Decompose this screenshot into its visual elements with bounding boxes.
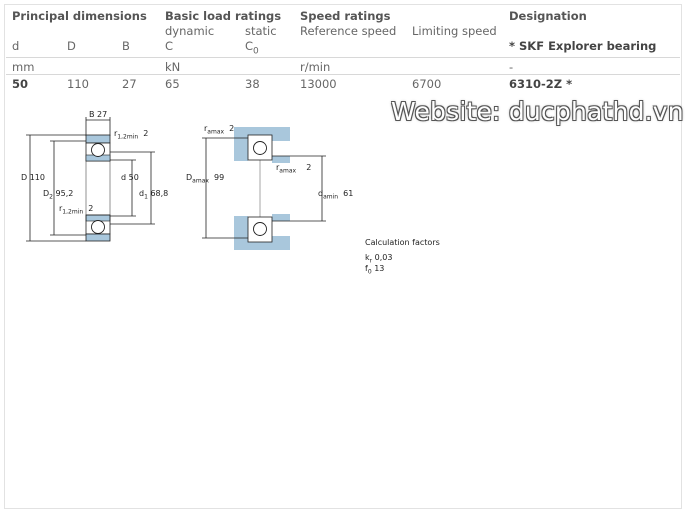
col-C0-label: C0: [245, 39, 259, 57]
header-divider: [6, 57, 680, 58]
value-B: 27: [122, 77, 137, 91]
value-D: 110: [67, 77, 89, 91]
value-limiting-speed: 6700: [412, 77, 442, 91]
dim-ra-top: ramax 2: [204, 124, 235, 136]
basic-load-ratings-heading: Basic load ratings: [165, 9, 282, 23]
dim-D2: D2 95,2: [43, 189, 74, 201]
dim-r12min-top: r1,2min 2: [114, 129, 149, 141]
calc-factor-kr: kr 0,03: [365, 253, 393, 265]
bearing-dimension-drawing: [26, 117, 155, 242]
abutment-dimension-drawing: [202, 127, 326, 250]
principal-dimensions-heading: Principal dimensions: [12, 9, 147, 23]
explorer-note: * SKF Explorer bearing: [509, 39, 657, 53]
dim-ra-right: ramax 2: [276, 163, 312, 175]
value-C: 65: [165, 77, 180, 91]
unit-rpm: r/min: [300, 60, 331, 74]
dim-d1: d1 68,8: [139, 189, 169, 201]
dim-Da: Damax 99: [186, 173, 225, 185]
dim-B: B 27: [89, 110, 108, 119]
designation-heading: Designation: [509, 9, 587, 23]
dim-r12min-bottom: r1,2min 2: [59, 204, 94, 216]
dim-D: D 110: [21, 173, 45, 182]
col-D-label: D: [67, 39, 76, 53]
content-frame: [4, 4, 682, 509]
units-divider: [6, 74, 680, 75]
unit-kn: kN: [165, 60, 181, 74]
website-watermark: Website: ducphathd.vn: [391, 97, 684, 126]
value-reference-speed: 13000: [300, 77, 337, 91]
dynamic-label: dynamic: [165, 24, 215, 38]
limiting-speed-label: Limiting speed: [412, 24, 497, 38]
dim-d: d 50: [121, 173, 139, 182]
value-d: 50: [12, 77, 29, 91]
reference-speed-label: Reference speed: [300, 24, 397, 38]
static-label: static: [245, 24, 277, 38]
value-C0: 38: [245, 77, 260, 91]
unit-mm: mm: [12, 60, 35, 74]
dim-da: damin 61: [318, 189, 354, 201]
unit-dash: -: [509, 60, 514, 74]
value-designation: 6310-2Z *: [509, 77, 573, 91]
calc-factors-title: Calculation factors: [365, 238, 440, 247]
col-B-label: B: [122, 39, 130, 53]
calc-factor-f0: f0 13: [365, 264, 385, 276]
speed-ratings-heading: Speed ratings: [300, 9, 391, 23]
col-C-label: C: [165, 39, 174, 53]
col-d-label: d: [12, 39, 20, 53]
